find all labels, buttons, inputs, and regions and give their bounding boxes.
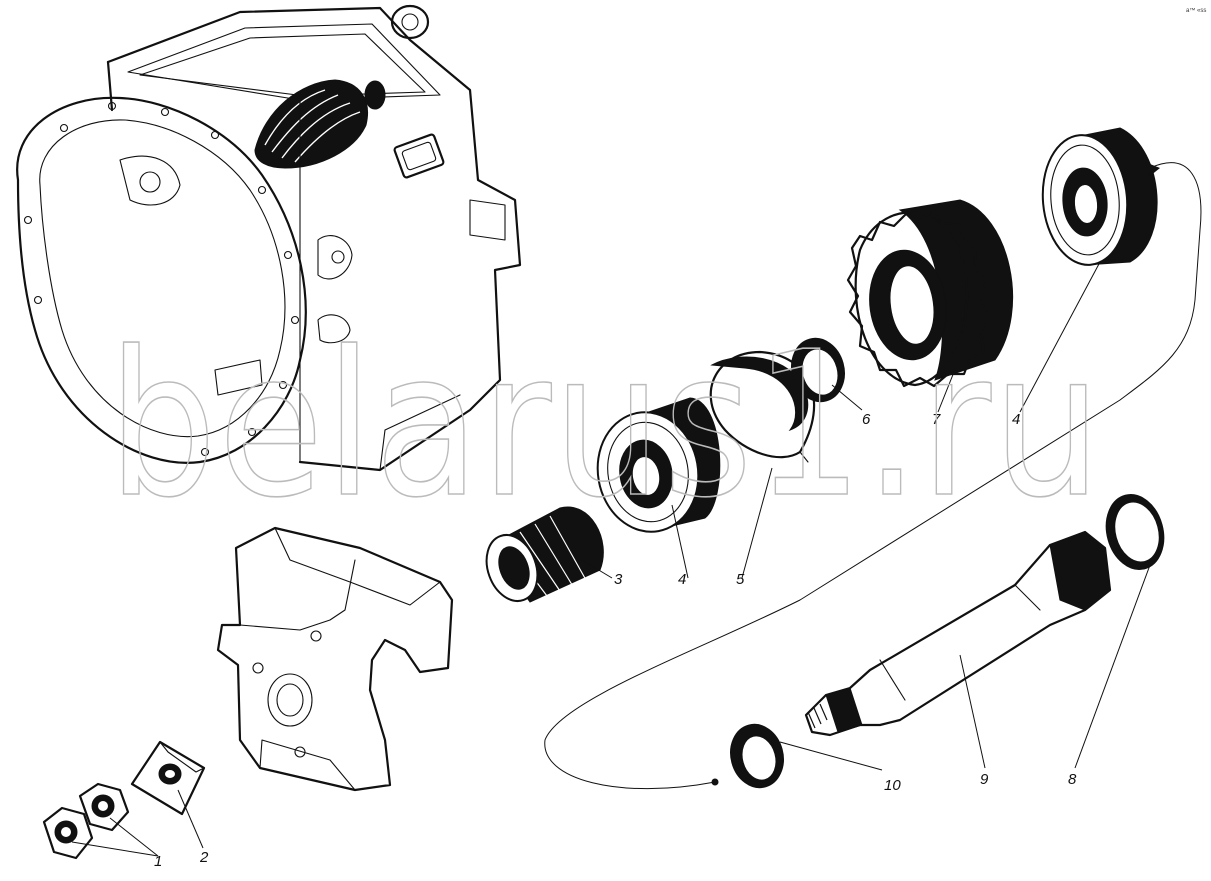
flange-bolt-holes	[23, 101, 300, 457]
callout-5: 5	[736, 571, 745, 588]
part-1-nuts	[42, 782, 130, 860]
callout-labels: 1 2 3 4 5 6 7 4 8 9 10	[154, 411, 1077, 870]
callout-4-roller-bearing: 4	[678, 571, 686, 588]
bracket-casting	[216, 526, 454, 792]
callout-9: 9	[980, 771, 989, 788]
gearbox-housing	[16, 4, 522, 472]
callout-10: 10	[884, 777, 901, 794]
part-2-square-nut	[130, 740, 206, 816]
callout-7: 7	[932, 411, 941, 428]
part-9-shaft	[804, 530, 1112, 737]
callout-1: 1	[154, 853, 162, 870]
leader-lines	[71, 261, 1151, 857]
part-4-ball-bearing	[1041, 127, 1158, 266]
callout-4-ball-bearing: 4	[1012, 411, 1020, 428]
assembly-path	[544, 162, 1202, 790]
callout-3: 3	[614, 571, 623, 588]
watermark-text: belarus1.ru	[108, 309, 1103, 542]
callout-6: 6	[862, 411, 871, 428]
part-8-seal-ring	[1105, 494, 1165, 570]
part-10-ring	[730, 723, 784, 789]
part-7-gear	[846, 199, 1014, 388]
corner-mark: a™ «ss	[1186, 7, 1206, 14]
part-6-washer	[791, 337, 845, 403]
callout-2: 2	[199, 849, 209, 866]
part-3-sleeve	[485, 506, 604, 603]
part-4-roller-bearing	[596, 397, 721, 533]
callout-8: 8	[1068, 771, 1077, 788]
